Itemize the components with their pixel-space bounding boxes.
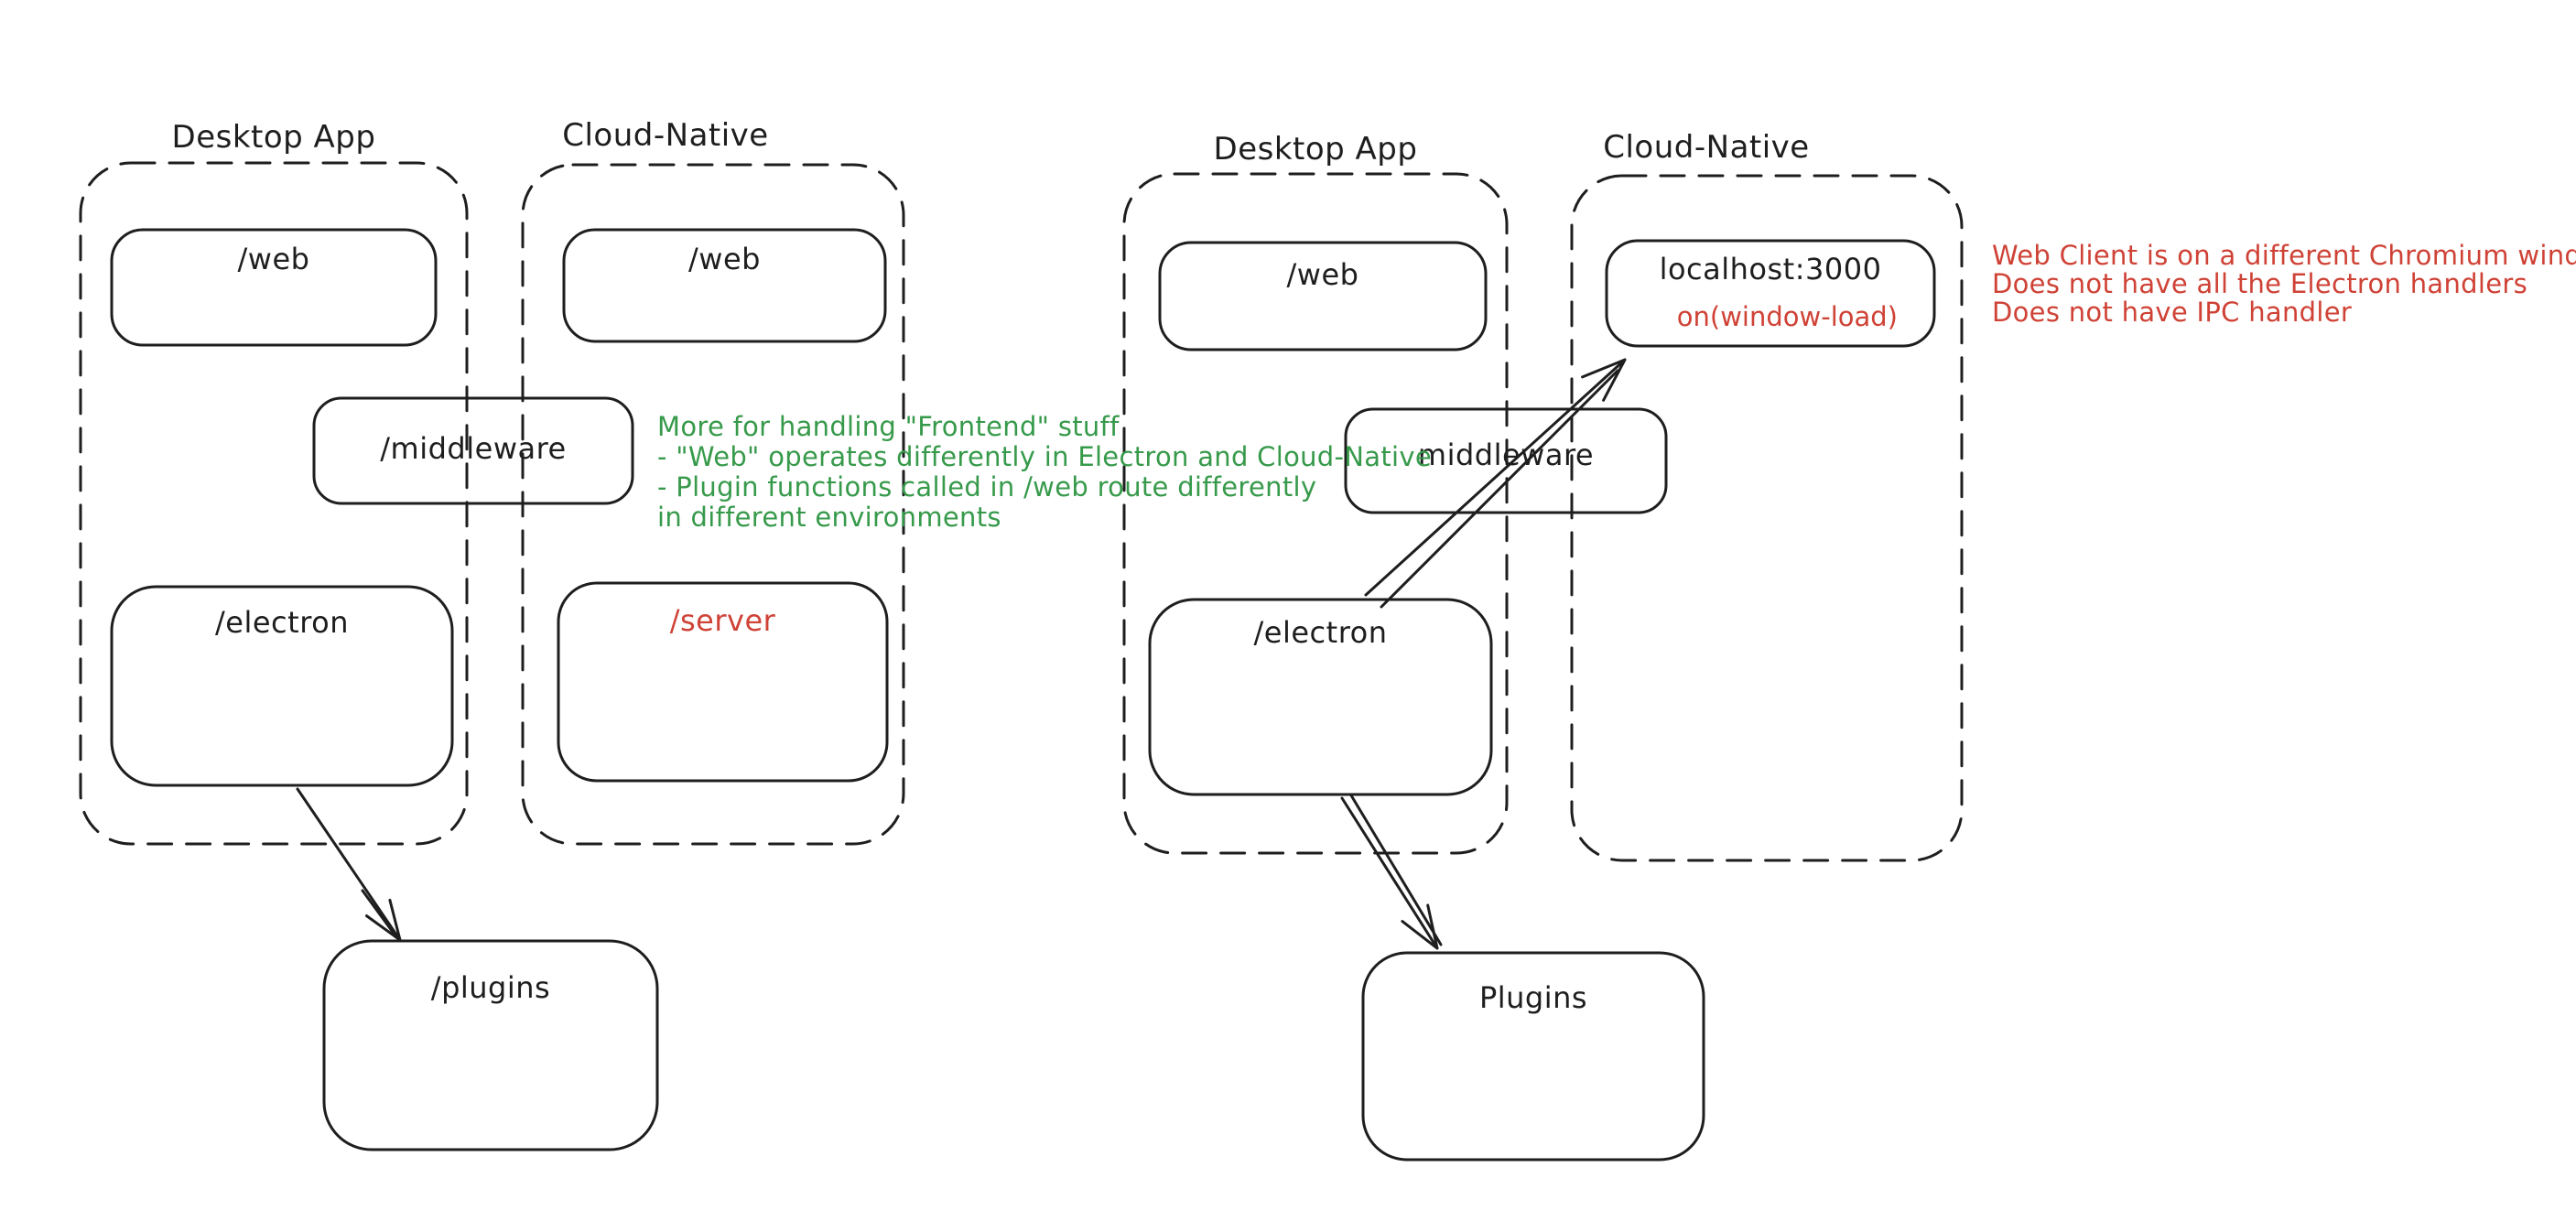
group-title-cloud-left: Cloud-Native <box>562 117 769 154</box>
container-desktop-right-outline <box>1122 172 1509 855</box>
red-annotation-line: Does not have all the Electron handlers <box>1992 268 2527 299</box>
box-web-cloud-left-outline <box>562 228 887 343</box>
box-middleware-right-outline <box>1344 407 1668 514</box>
green-annotation: More for handling "Frontend" stuff - "We… <box>657 412 1432 533</box>
box-label-electron-left: /electron <box>215 605 349 640</box>
group-title-cloud-right: Cloud-Native <box>1603 129 1810 166</box>
arrow-electron-to-plugins-left <box>296 787 402 942</box>
box-electron-right-outline <box>1148 598 1493 796</box>
box-label-on-window-load: on(window-load) <box>1676 301 1898 332</box>
box-middleware-left-outline <box>312 396 634 505</box>
box-label-plugins-right: Plugins <box>1478 980 1588 1015</box>
group-title-desktop-right: Desktop App <box>1213 131 1418 168</box>
box-web-right-outline <box>1158 241 1488 351</box>
box-label-plugins-left: /plugins <box>430 970 551 1005</box>
box-label-middleware-left: /middleware <box>380 431 567 466</box>
box-plugins-right-outline <box>1361 951 1705 1162</box>
green-annotation-line: in different environments <box>657 502 1001 533</box>
box-label-web-cloud-left: /web <box>688 242 761 276</box>
green-annotation-line: More for handling "Frontend" stuff <box>657 411 1120 442</box>
box-label-middleware-right: middleware <box>1417 438 1595 472</box>
box-label-web-right: /web <box>1286 257 1359 292</box>
box-label-web-desktop-left: /web <box>237 242 310 276</box>
box-label-localhost: localhost:3000 <box>1659 252 1882 286</box>
green-annotation-line: - "Web" operates differently in Electron… <box>657 441 1432 472</box>
box-web-desktop-left-outline <box>110 228 438 347</box>
box-plugins-left-outline <box>322 939 659 1151</box>
red-annotation-line: Web Client is on a different Chromium wi… <box>1992 240 2576 271</box>
box-electron-left-outline <box>110 585 454 787</box>
arrow-electron-to-localhost <box>1364 358 1627 609</box>
green-annotation-line: - Plugin functions called in /web route … <box>657 471 1317 503</box>
container-cloud-right-outline <box>1570 174 1964 862</box>
box-localhost-outline <box>1605 239 1936 348</box>
box-label-electron-right: /electron <box>1253 615 1388 650</box>
box-server-outline <box>557 581 889 783</box>
arrow-electron-to-plugins-right <box>1340 794 1443 950</box>
group-title-desktop-left: Desktop App <box>171 119 376 156</box>
red-annotation: Web Client is on a different Chromium wi… <box>1992 242 2576 327</box>
red-annotation-line: Does not have IPC handler <box>1992 297 2353 328</box>
box-label-server: /server <box>669 603 776 638</box>
